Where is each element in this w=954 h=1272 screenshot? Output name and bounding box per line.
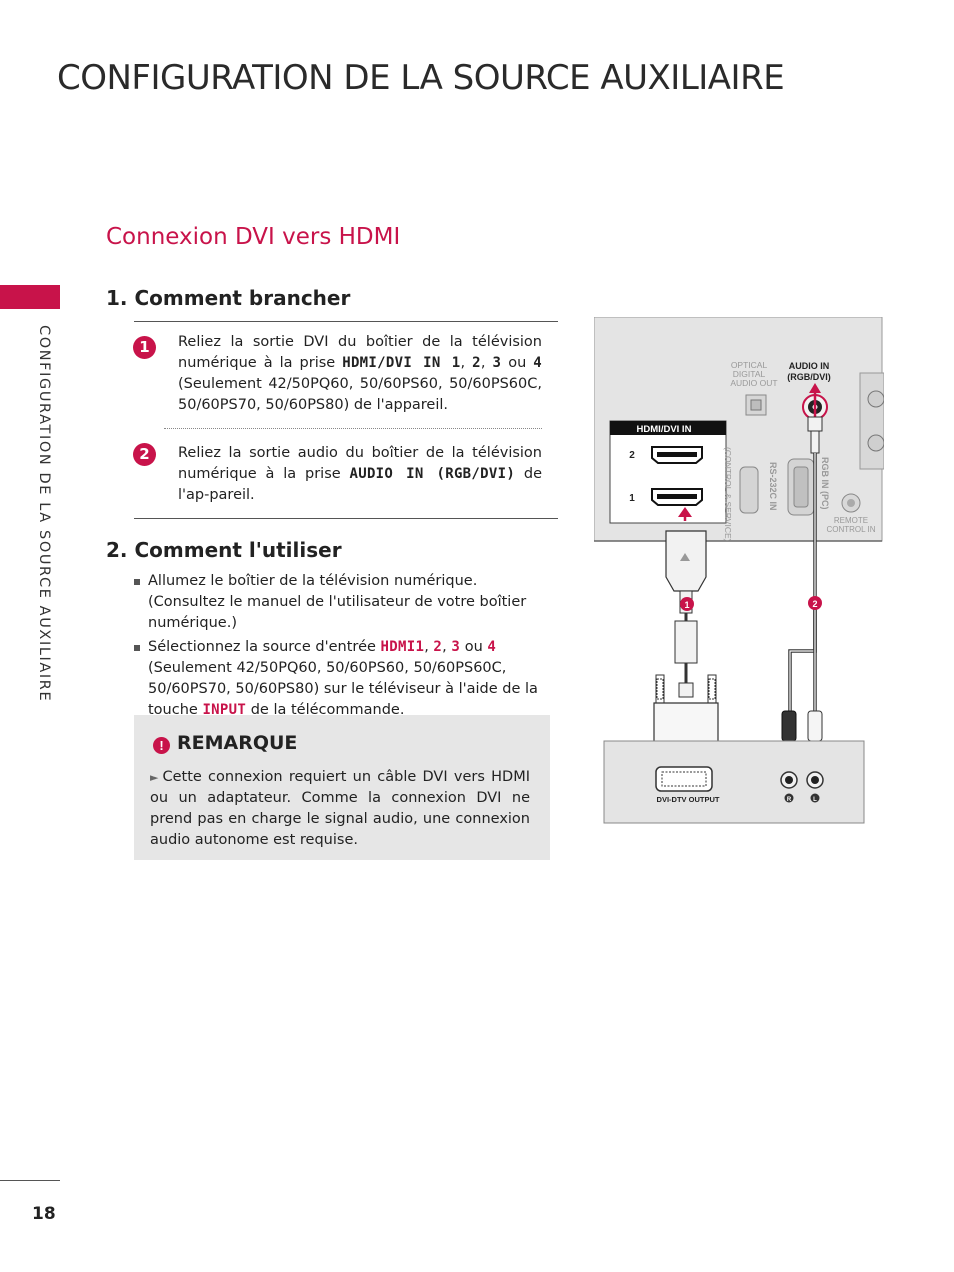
source-hdmi1: HDMI1: [380, 639, 425, 655]
connection-diagram: OPTICAL DIGITAL AUDIO OUT AUDIO IN (RGB/…: [594, 317, 884, 824]
source-4: 4: [487, 639, 497, 655]
rgb-in-label: RGB IN (PC): [820, 457, 830, 510]
section-title: Connexion DVI vers HDMI: [106, 224, 401, 250]
cable2-badge: [808, 596, 822, 610]
bullet-square-icon: [134, 645, 140, 651]
step1-badge: 1: [133, 336, 156, 359]
note-box: [134, 715, 550, 860]
hdmi-cable-ferrite: [674, 620, 698, 664]
arrow-right-icon: ►: [150, 771, 159, 784]
page-title: CONFIGURATION DE LA SOURCE AUXILIAIRE: [57, 58, 785, 98]
how-to-use-list: Allumez le boîtier de la télévision numé…: [134, 571, 548, 724]
hdmi-header-label: HDMI/DVI IN: [637, 424, 692, 435]
step-divider: [164, 428, 542, 429]
remote-label-1: REMOTE: [834, 516, 868, 525]
page-number: 18: [32, 1204, 56, 1224]
optical-label-3: AUDIO OUT: [730, 378, 777, 388]
cable1-badge: [680, 597, 694, 611]
side-label: CONFIGURATION DE LA SOURCE AUXILIAIRE: [36, 325, 52, 703]
audio-in-label-2: (RGB/DVI): [787, 372, 831, 382]
rs232c-label: RS-232C IN: [768, 462, 778, 511]
up-arrow-icon: [809, 383, 821, 393]
source-2: 2: [433, 639, 443, 655]
hdmi-port-2-label: 2: [629, 450, 635, 461]
svg-text:1: 1: [684, 600, 689, 610]
list-item: Allumez le boîtier de la télévision numé…: [134, 571, 548, 634]
rca-plug-white: [807, 710, 823, 742]
how-to-connect-heading: 1. Comment brancher: [106, 286, 351, 310]
hdmi-port-1-label: 1: [629, 493, 635, 504]
hdmi-port-3: 3: [492, 355, 502, 371]
dvi-output-port: [655, 766, 713, 792]
exclamation-icon: !: [153, 737, 170, 754]
rs232c-port: [739, 466, 759, 514]
how-to-use-heading: 2. Comment l'utiliser: [106, 538, 342, 562]
audio-in-label-1: AUDIO IN: [789, 361, 830, 371]
source-3: 3: [451, 639, 461, 655]
hdmi-port-2: 2: [472, 355, 481, 371]
note-text: ►Cette connexion requiert un câble DVI v…: [150, 769, 530, 848]
hdmi-port-1: HDMI/DVI IN 1: [342, 355, 461, 371]
top-rule: [134, 321, 558, 322]
rca-plug-red: [781, 710, 797, 742]
bullet-square-icon: [134, 579, 140, 585]
l-label: L: [813, 797, 817, 803]
list-item: Sélectionnez la source d'entrée HDMI1, 2…: [134, 637, 548, 721]
svg-text:2: 2: [812, 599, 817, 609]
step2-badge: 2: [133, 443, 156, 466]
footer-rule: [0, 1180, 60, 1181]
hdmi-block: [609, 420, 727, 524]
optical-label-2: DIGITAL: [733, 369, 766, 379]
up-arrow-icon: [678, 507, 692, 517]
digital-box: [603, 740, 865, 824]
r-label: R: [787, 797, 792, 803]
remote-label-2: CONTROL IN: [826, 525, 875, 534]
bottom-rule: [134, 518, 558, 519]
step1-text: Reliez la sortie DVI du boîtier de la té…: [178, 334, 543, 413]
note-title: REMARQUE: [177, 732, 298, 754]
input-key: INPUT: [202, 702, 247, 718]
dvi-output-label: DVI-DTV OUTPUT: [657, 795, 720, 804]
hdmi-port-4: 4: [533, 355, 543, 371]
optical-label-1: OPTICAL: [731, 360, 768, 370]
control-service-label: (CONTROL & SERVICE): [723, 447, 733, 542]
side-tab-marker: [0, 285, 60, 309]
step2-text: Reliez la sortie audio du boîtier de la …: [178, 445, 542, 503]
audio-in-port: AUDIO IN (RGB/DVI): [349, 466, 516, 482]
